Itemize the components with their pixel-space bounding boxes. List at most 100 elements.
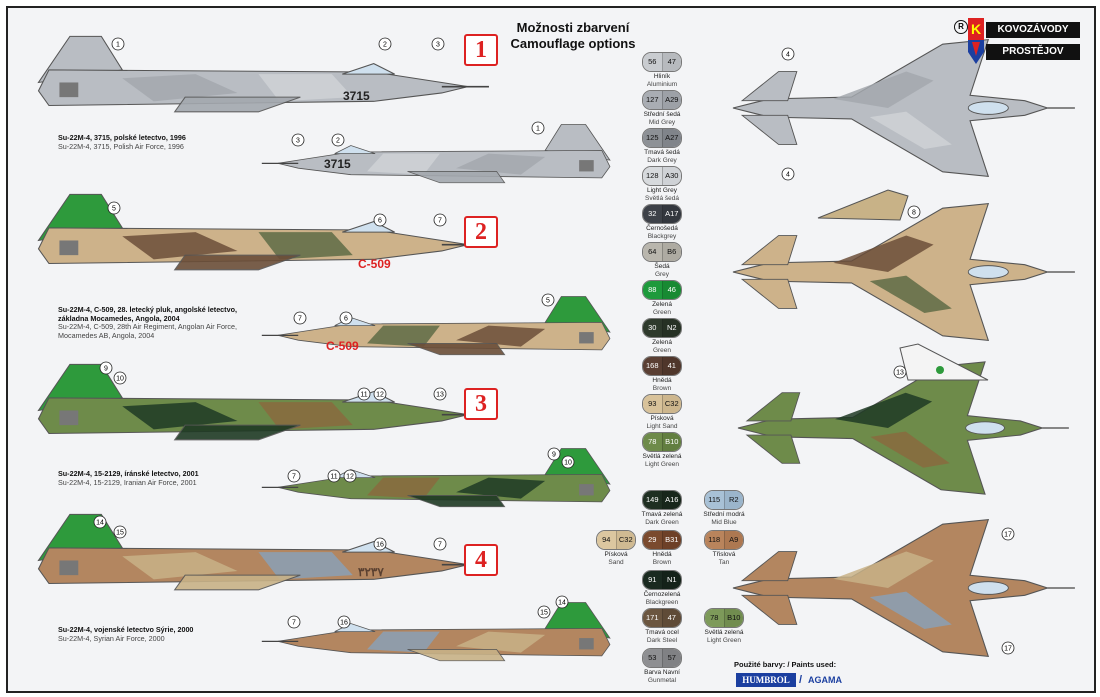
callout-circle [373, 387, 387, 401]
callout-circle [373, 537, 387, 551]
kovozavody-logo: R K KOVOZÁVODY PROSTĚJOV [954, 18, 1082, 66]
fin-detail-icon [899, 343, 989, 381]
swatch-name-en: Aluminium [646, 80, 678, 88]
side-profile-jet [37, 193, 489, 271]
wing [407, 495, 506, 508]
callout-number: 13 [436, 392, 444, 399]
swatch-name-cz: Barva Navní [644, 669, 680, 676]
callout-circle [93, 515, 107, 529]
callout-circle [337, 615, 351, 629]
callout-marker: 6 [339, 311, 353, 325]
callout-circle [111, 37, 125, 51]
callout-circle [1001, 527, 1015, 541]
camouflage-patch [870, 431, 950, 468]
callout-circle [433, 387, 447, 401]
option-number-2: 2 [464, 216, 498, 248]
camouflage-patch [456, 631, 546, 653]
callout-marker: 15 [537, 605, 551, 619]
camouflage-patch [122, 74, 238, 102]
callout-marker: 7 [287, 469, 301, 483]
caption-option-3: Su-22M-4, 15-2129, íránské letectvo, 200… [58, 469, 199, 487]
callout-marker: 7 [287, 615, 301, 629]
swatch-name-cz: Střední modrá [703, 511, 745, 518]
camouflage-patch [122, 232, 238, 260]
callout-circle [531, 121, 545, 135]
caption-2-cz1: Su-22M-4, C-509, 28. letecký pluk, angol… [58, 305, 237, 314]
callout-number: 1 [116, 42, 120, 49]
callout-circle [1001, 641, 1015, 655]
swatch-name-cz: Tmavá šedá [644, 149, 680, 156]
paints-used-label: Použité barvy: / Paints used: [734, 660, 837, 669]
humbrol-code: 127 [643, 91, 663, 109]
wing [407, 649, 506, 662]
tailplane [740, 278, 798, 309]
callout-marker: 16 [337, 615, 351, 629]
wing [407, 343, 506, 356]
agama-code: R2 [724, 491, 743, 509]
callout-circle [541, 293, 555, 307]
callout-marker: 5 [541, 293, 555, 307]
camouflage-patch [367, 325, 440, 347]
callout-number: 17 [1004, 646, 1012, 653]
agama-code: N2 [662, 319, 681, 337]
exhaust [579, 638, 594, 650]
agama-code: 47 [662, 53, 681, 71]
callout-circle [293, 311, 307, 325]
humbrol-code: 29 [643, 531, 663, 549]
callout-number: 5 [546, 298, 550, 305]
swatch-name-cz: Zelená [652, 301, 672, 308]
callout-number: 12 [346, 474, 354, 481]
logo-bottom-text: PROSTĚJOV [986, 44, 1080, 60]
tailplane [745, 392, 801, 422]
humbrol-code: 128 [643, 167, 663, 185]
callout-number: 12 [376, 392, 384, 399]
swatch-name-cz: Písková [650, 415, 674, 422]
callout-number: 14 [96, 520, 104, 527]
agama-code: A17 [662, 205, 681, 223]
paints-separator: / [799, 674, 803, 686]
callout-marker: 12 [343, 469, 357, 483]
swatch-name-en: Dark Green [645, 518, 679, 526]
side-profile-jet [261, 448, 611, 508]
callout-circle [378, 37, 392, 51]
swatch-name-en: Světlá šedá [645, 194, 679, 202]
agama-code: A30 [662, 167, 681, 185]
aircraft-serial: 3715 [324, 157, 351, 171]
humbrol-logo: HUMBROL [736, 673, 796, 687]
option-number-1: 1 [464, 34, 498, 66]
callout-number: 8 [912, 210, 916, 217]
callout-marker: 6 [373, 213, 387, 227]
top-view-jet [732, 38, 1075, 178]
camouflage-patch [367, 477, 440, 499]
humbrol-code: 64 [643, 243, 663, 261]
side-profile-jet [261, 124, 611, 184]
cockpit-canopy [967, 581, 1009, 595]
callout-circle [291, 133, 305, 147]
caption-2-cz2: základna Mocamedes, Angola, 2004 [58, 313, 180, 323]
side-profile-jet [37, 363, 489, 441]
callout-number: 10 [564, 460, 572, 467]
camouflage-patch [258, 232, 353, 260]
cockpit-canopy [967, 265, 1009, 279]
callout-circle [343, 469, 357, 483]
callout-number: 5 [112, 206, 116, 213]
camouflage-patch [869, 111, 952, 150]
agama-code: A27 [662, 129, 681, 147]
camouflage-patch [258, 402, 353, 430]
humbrol-code: 78 [643, 433, 663, 451]
humbrol-code: 115 [705, 491, 725, 509]
